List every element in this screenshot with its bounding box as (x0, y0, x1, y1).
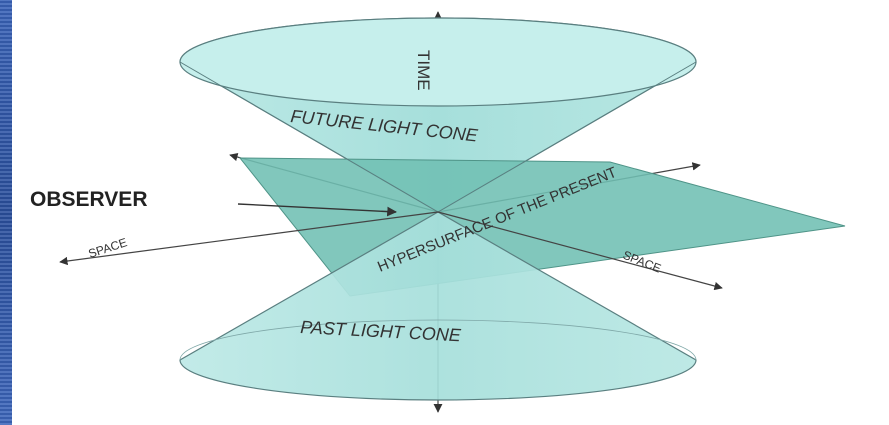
observer-label: OBSERVER (30, 188, 147, 211)
space-axis-left (59, 211, 439, 266)
cone-edge-right (437, 61, 697, 213)
left-edge-strip (0, 0, 12, 425)
observer-pointer (237, 203, 397, 217)
future-cone-rim (179, 17, 697, 107)
space-axis-right (437, 211, 723, 291)
cone-edge-left (179, 61, 439, 213)
past-cone-rim-back (179, 319, 697, 361)
time-label: TIME (414, 50, 433, 91)
space-left-label: SPACE (87, 235, 129, 261)
past-light-cone (179, 211, 697, 401)
